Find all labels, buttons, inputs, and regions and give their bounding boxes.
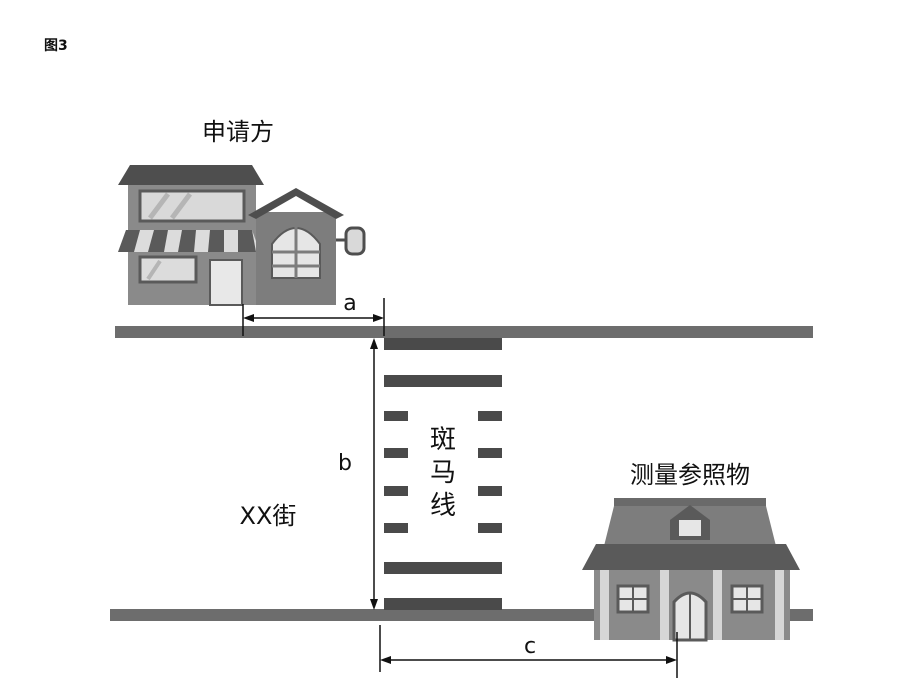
crosswalk-label-3: 线 <box>430 491 456 521</box>
shop-window-glare <box>146 259 162 281</box>
crosswalk-dash <box>384 523 408 533</box>
dim-a-arrow-right <box>373 314 384 322</box>
ref-column <box>660 570 669 640</box>
road-top <box>115 326 813 338</box>
dim-c-arrow-right <box>666 656 677 664</box>
figure-label: 图3 <box>44 38 68 54</box>
ref-column <box>713 570 722 640</box>
hanging-sign <box>344 226 366 256</box>
dimension-b: b <box>338 338 378 610</box>
crosswalk-stripe <box>384 598 502 610</box>
ref-column <box>775 570 784 640</box>
shop-window <box>138 255 198 284</box>
crosswalk: 斑 马 线 <box>384 338 502 610</box>
shop-roof <box>118 165 264 185</box>
crosswalk-label-1: 斑 <box>430 425 456 455</box>
crosswalk-dash <box>478 486 502 496</box>
reference-label: 测量参照物 <box>630 461 750 489</box>
crosswalk-dash <box>478 448 502 458</box>
crosswalk-dash <box>478 411 502 421</box>
dimension-a: a <box>242 291 385 336</box>
crosswalk-stripe <box>384 562 502 574</box>
sign-glare <box>148 192 170 220</box>
crosswalk-dash <box>478 523 502 533</box>
shop-door <box>209 259 243 306</box>
dim-b-label: b <box>338 451 352 476</box>
ref-column <box>600 570 609 640</box>
house-roof <box>248 188 344 219</box>
street-label: XX街 <box>240 502 297 530</box>
sign-glare <box>170 192 192 220</box>
crosswalk-stripe <box>384 375 502 387</box>
dim-c-label: c <box>524 634 536 659</box>
crosswalk-dash <box>384 448 408 458</box>
ref-eave <box>582 544 800 570</box>
crosswalk-label-2: 马 <box>430 458 456 488</box>
crosswalk-dash <box>384 411 408 421</box>
applicant-label: 申请方 <box>202 118 274 146</box>
dim-b-arrow-bottom <box>370 599 378 610</box>
crosswalk-stripe <box>384 338 502 350</box>
shop-awning <box>118 230 260 252</box>
applicant-building <box>118 165 366 306</box>
dim-b-arrow-top <box>370 338 378 349</box>
ref-dormer-window <box>677 518 703 538</box>
dimension-c: c <box>379 625 678 678</box>
crosswalk-dash <box>384 486 408 496</box>
dim-a-arrow-left <box>243 314 254 322</box>
dim-a-label: a <box>343 291 356 316</box>
reference-building <box>582 498 800 642</box>
dim-c-arrow-left <box>380 656 391 664</box>
